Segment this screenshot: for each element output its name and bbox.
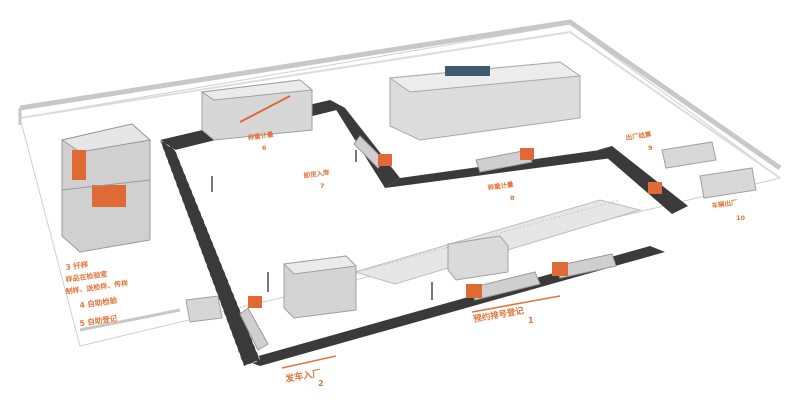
step2-title: 发车入厂 <box>283 367 322 385</box>
step7-title: 卸货入库 <box>303 167 330 180</box>
gate-barrier-icon <box>211 150 433 300</box>
weighbridge-building-top <box>200 79 314 141</box>
truck-icon <box>475 148 534 173</box>
step6-title: 称重计量 <box>247 129 274 142</box>
warehouse-screen-icon <box>445 66 490 76</box>
gate-house-right <box>661 141 757 199</box>
step7-num: 7 <box>320 182 325 190</box>
step1-underline <box>471 295 561 313</box>
register-station <box>447 235 509 281</box>
step8-title: 称重计量 <box>487 179 514 192</box>
lab-equipment-icon <box>92 185 126 207</box>
step9-num: 9 <box>648 144 653 152</box>
truck-icon <box>466 271 541 301</box>
check-building-lower <box>282 255 358 319</box>
truck-icon <box>552 253 617 279</box>
entry-booth <box>185 295 223 323</box>
lab-rack-icon <box>72 150 86 180</box>
step10-num: 10 <box>736 214 746 222</box>
truck-icon <box>239 296 269 351</box>
step1-num: 1 <box>528 316 534 325</box>
step3-line1: 3 扦样 <box>65 259 89 272</box>
step1-title: 预约排号登记 <box>473 305 526 325</box>
lab-building <box>60 123 152 253</box>
step6-num: 6 <box>262 144 267 152</box>
step2-underline <box>281 355 337 369</box>
truck-icon <box>353 135 392 169</box>
truck-icon <box>648 182 662 194</box>
warehouse <box>388 61 582 141</box>
step9-title: 出厂结算 <box>625 129 652 142</box>
step8-num: 8 <box>510 194 515 202</box>
step2-num: 2 <box>318 379 324 388</box>
step10-title: 车辆出厂 <box>711 197 738 210</box>
